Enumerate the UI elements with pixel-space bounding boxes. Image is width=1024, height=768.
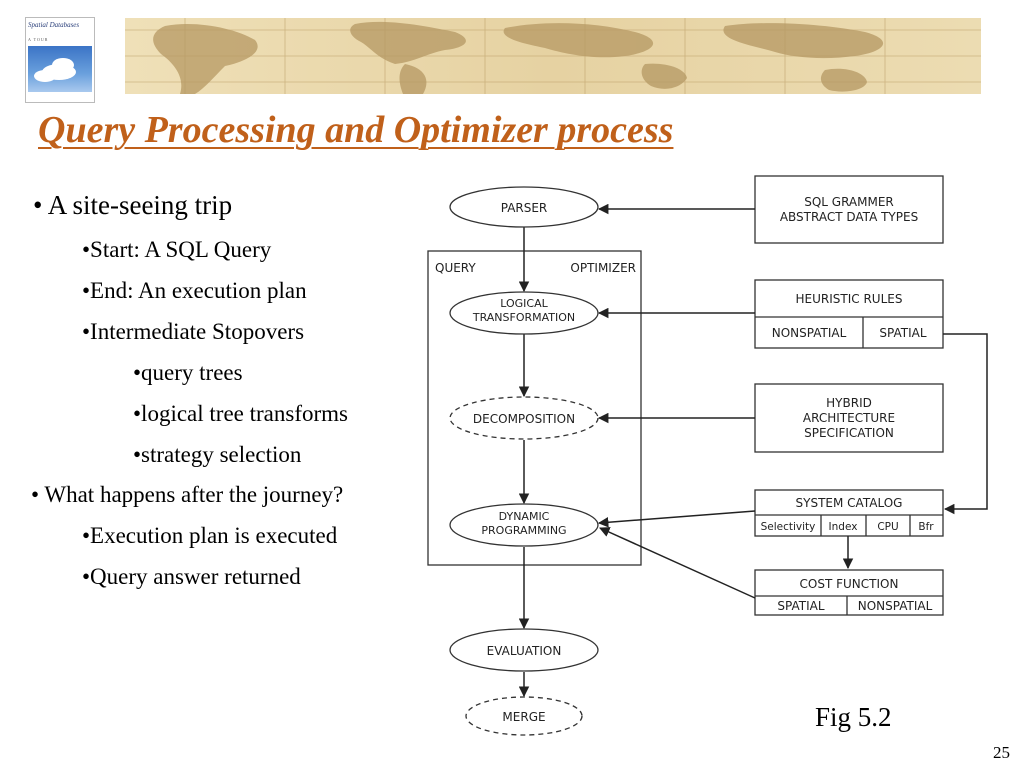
merge-label: MERGE: [502, 710, 545, 724]
page-number: 25: [993, 743, 1010, 762]
bullet-2: •End: An execution plan: [82, 278, 307, 303]
dynamic-label-line1: DYNAMIC: [499, 510, 550, 523]
heuristic-rules-label: HEURISTIC RULES: [796, 292, 903, 306]
hybrid-line2: ARCHITECTURE: [803, 411, 895, 425]
system-catalog-label: SYSTEM CATALOG: [796, 496, 903, 510]
figure-caption: Fig 5.2: [815, 702, 892, 732]
hybrid-architecture-box: [754, 383, 944, 453]
book-cover-sky-image: [28, 46, 92, 92]
logical-label-line1: LOGICAL: [500, 297, 548, 310]
world-map-graphic: [125, 18, 981, 94]
input-arrows: [597, 203, 988, 599]
optimizer-label-query: QUERY: [435, 261, 476, 275]
bullet-3: •Intermediate Stopovers: [82, 319, 305, 344]
decomposition-label: DECOMPOSITION: [473, 412, 575, 426]
merge-node: [465, 696, 583, 736]
catalog-bfr-label: Bfr: [918, 521, 934, 533]
sql-grammar-box: [754, 175, 944, 244]
book-subtitle: A TOUR: [28, 37, 49, 42]
dynamic-label-line2: PROGRAMMING: [481, 524, 566, 537]
logical-label-line2: TRANSFORMATION: [472, 311, 575, 324]
optimizer-label-optimizer: OPTIMIZER: [570, 261, 636, 275]
evaluation-node: [449, 628, 599, 672]
cost-function-label: COST FUNCTION: [800, 577, 899, 591]
bullet-9: •Query answer returned: [82, 564, 301, 589]
heuristic-rules-box: [754, 279, 944, 349]
sql-grammar-line1: SQL GRAMMER: [804, 195, 894, 209]
bullet-4: •query trees: [133, 360, 243, 385]
evaluation-label: EVALUATION: [487, 644, 562, 658]
bullet-8: •Execution plan is executed: [82, 523, 338, 548]
cost-spatial-label: SPATIAL: [777, 599, 824, 613]
bullet-7: • What happens after the journey?: [31, 482, 344, 507]
book-cover: Spatial Databases A TOUR: [25, 17, 95, 103]
bullet-1: •Start: A SQL Query: [82, 237, 272, 262]
cost-function-box: [754, 569, 944, 616]
system-catalog-box: [754, 489, 944, 537]
bullet-6: •strategy selection: [133, 442, 302, 467]
bullet-5: •logical tree transforms: [133, 401, 348, 426]
cost-nonspatial-label: NONSPATIAL: [858, 599, 933, 613]
bullet-0: • A site-seeing trip: [33, 190, 233, 220]
catalog-index-label: Index: [829, 521, 858, 533]
heuristic-nonspatial-label: NONSPATIAL: [772, 326, 847, 340]
catalog-cpu-label: CPU: [877, 521, 898, 533]
book-title: Spatial Databases: [28, 21, 80, 29]
parser-label: PARSER: [501, 201, 548, 215]
hybrid-line1: HYBRID: [826, 396, 872, 410]
hybrid-line3: SPECIFICATION: [804, 426, 894, 440]
catalog-selectivity-label: Selectivity: [761, 521, 816, 533]
optimizer-container: [427, 250, 642, 566]
heuristic-spatial-label: SPATIAL: [879, 326, 926, 340]
slide-title: Query Processing and Optimizer process: [38, 109, 674, 151]
header-map-banner: [125, 18, 981, 94]
sql-grammar-line2: ABSTRACT DATA TYPES: [780, 210, 918, 224]
